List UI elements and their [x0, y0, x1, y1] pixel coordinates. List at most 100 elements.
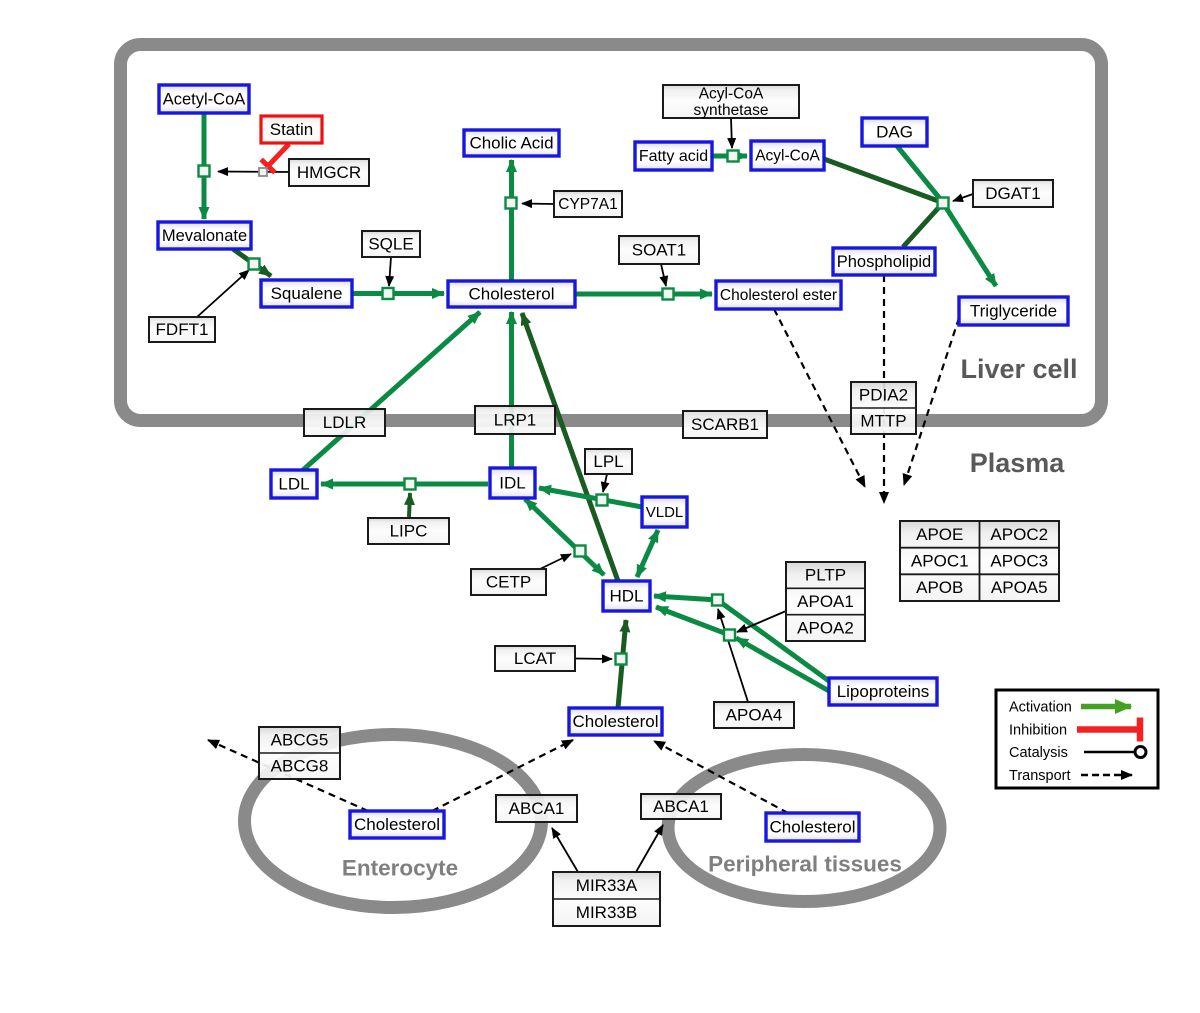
node-box-cholesterol-liver: [446, 279, 577, 309]
reaction-anchor-3: [504, 196, 518, 210]
edge-vldl-idl: [538, 484, 643, 510]
node-lipc[interactable]: LIPC: [367, 517, 450, 545]
reaction-anchor-1: [247, 257, 261, 271]
node-dag[interactable]: DAG: [860, 116, 929, 148]
node-label-fdft1: FDFT1: [156, 320, 209, 339]
node-lrp1[interactable]: LRP1: [474, 405, 556, 435]
node-label-hdl: HDL: [609, 586, 643, 605]
node-label-apolipoprotein-table: APOA5: [991, 578, 1048, 597]
node-acyl-coa[interactable]: Acyl-CoA: [749, 139, 826, 172]
edge-peripheral-transport: [653, 740, 789, 814]
edge-junction-phospholipid: [901, 203, 943, 249]
node-cholesterol-plasma[interactable]: Cholesterol: [567, 706, 664, 737]
node-phospholipid[interactable]: Phospholipid: [831, 246, 937, 277]
node-hdl[interactable]: HDL: [601, 579, 652, 613]
node-box-mevalonate: [156, 220, 253, 251]
node-cholesterol-liver[interactable]: Cholesterol: [446, 279, 577, 309]
edge-cyp7a1-catalysis: [521, 199, 555, 209]
edge-statin-inhibition-tbar: [259, 157, 277, 175]
node-box-scarb1: [682, 410, 768, 439]
edge-mir33-abca1-right: [635, 824, 664, 873]
node-box-acyl-coa: [749, 139, 826, 172]
node-label-cetp: CETP: [486, 572, 531, 591]
node-lcat[interactable]: LCAT: [494, 645, 576, 672]
node-box-squalene: [259, 278, 354, 309]
node-vldl[interactable]: VLDL: [640, 495, 689, 529]
node-apoa4[interactable]: APOA4: [713, 701, 795, 729]
node-label-pltp-apoa1-apoa2: APOA1: [797, 592, 854, 611]
node-idl[interactable]: IDL: [488, 466, 537, 500]
node-label-acyl-coa-synthetase: Acyl-CoA: [699, 85, 764, 102]
node-label-sqle: SQLE: [368, 234, 413, 253]
node-cetp[interactable]: CETP: [470, 568, 547, 596]
node-cholesterol-enterocyte[interactable]: Cholesterol: [348, 809, 446, 840]
reaction-anchor-10: [710, 593, 725, 607]
node-box-cholic-acid: [462, 128, 561, 158]
node-label-mevalonate: Mevalonate: [162, 227, 247, 245]
node-label-apolipoprotein-table: APOC2: [990, 525, 1048, 544]
plasma-label: Plasma: [970, 448, 1066, 478]
node-cholesterol-ester[interactable]: Cholesterol ester: [714, 279, 843, 311]
edge-ldl-cholesterol: [301, 310, 482, 472]
node-dgat1[interactable]: DGAT1: [972, 179, 1054, 208]
node-label-lipoproteins: Lipoproteins: [837, 682, 930, 701]
node-box-triglyceride: [957, 295, 1070, 327]
node-mevalonate[interactable]: Mevalonate: [156, 220, 253, 251]
edge-acylcoasynt-catalysis: [727, 117, 737, 149]
node-box-sqle: [361, 230, 421, 258]
node-label-cholesterol-enterocyte: Cholesterol: [354, 815, 440, 834]
node-label-abcg5-abcg8: ABCG8: [271, 756, 329, 775]
edge-hdl-vldl: [634, 528, 661, 579]
node-soat1[interactable]: SOAT1: [618, 235, 700, 265]
node-box-fatty-acid: [633, 140, 714, 172]
node-statin[interactable]: Statin: [259, 114, 324, 145]
node-scarb1[interactable]: SCARB1: [682, 410, 768, 439]
node-cholic-acid[interactable]: Cholic Acid: [462, 128, 561, 158]
node-label-acetyl-coa: Acetyl-CoA: [163, 90, 246, 108]
node-label-mir33a-mir33b: MIR33B: [576, 903, 637, 922]
node-ldlr[interactable]: LDLR: [303, 408, 386, 437]
edge-statin-inhibition: [266, 142, 291, 168]
node-fatty-acid[interactable]: Fatty acid: [633, 140, 714, 172]
legend-label-transport-dashed-arrow: Transport: [1009, 768, 1071, 784]
edge-sqle-catalysis: [385, 256, 395, 287]
node-box-acetyl-coa: [157, 83, 251, 115]
node-box-ldl: [269, 468, 319, 500]
node-label-apolipoprotein-table: APOC3: [990, 551, 1048, 570]
node-abca1-enterocyte[interactable]: ABCA1: [495, 794, 578, 823]
node-lipoproteins[interactable]: Lipoproteins: [827, 676, 939, 707]
peripheral-tissues-compartment: [661, 748, 947, 908]
node-fdft1[interactable]: FDFT1: [148, 316, 216, 343]
inhibition-port-13: [258, 167, 268, 177]
node-lpl[interactable]: LPL: [584, 448, 633, 475]
node-label-cholesterol-liver: Cholesterol: [469, 284, 555, 303]
node-squalene[interactable]: Squalene: [259, 278, 354, 309]
reaction-anchor-11: [722, 628, 737, 642]
legend-label-inhibition-tbar: Inhibition: [1009, 723, 1067, 739]
node-label-phospholipid: Phospholipid: [837, 253, 932, 271]
node-cyp7a1[interactable]: CYP7A1: [553, 190, 623, 218]
node-triglyceride[interactable]: Triglyceride: [957, 295, 1070, 327]
node-acetyl-coa[interactable]: Acetyl-CoA: [157, 83, 251, 115]
node-ldl[interactable]: LDL: [269, 468, 319, 500]
node-label-idl: IDL: [499, 473, 525, 492]
node-abca1-peripheral[interactable]: ABCA1: [640, 793, 722, 820]
node-box-lipc: [367, 517, 450, 545]
node-label-cholesterol-plasma: Cholesterol: [573, 712, 659, 731]
node-box-lcat: [494, 645, 576, 672]
reaction-anchor-2: [381, 286, 395, 301]
node-box-hmgcr: [288, 158, 370, 187]
node-sqle[interactable]: SQLE: [361, 230, 421, 258]
node-box-cholesterol-plasma: [567, 706, 664, 737]
legend-catalysis-circle: [1133, 745, 1148, 759]
node-hmgcr[interactable]: HMGCR: [288, 158, 370, 187]
node-box-soat1: [618, 235, 700, 265]
node-cholesterol-peripheral[interactable]: Cholesterol: [764, 811, 861, 843]
node-label-apolipoprotein-table: APOE: [916, 525, 963, 544]
